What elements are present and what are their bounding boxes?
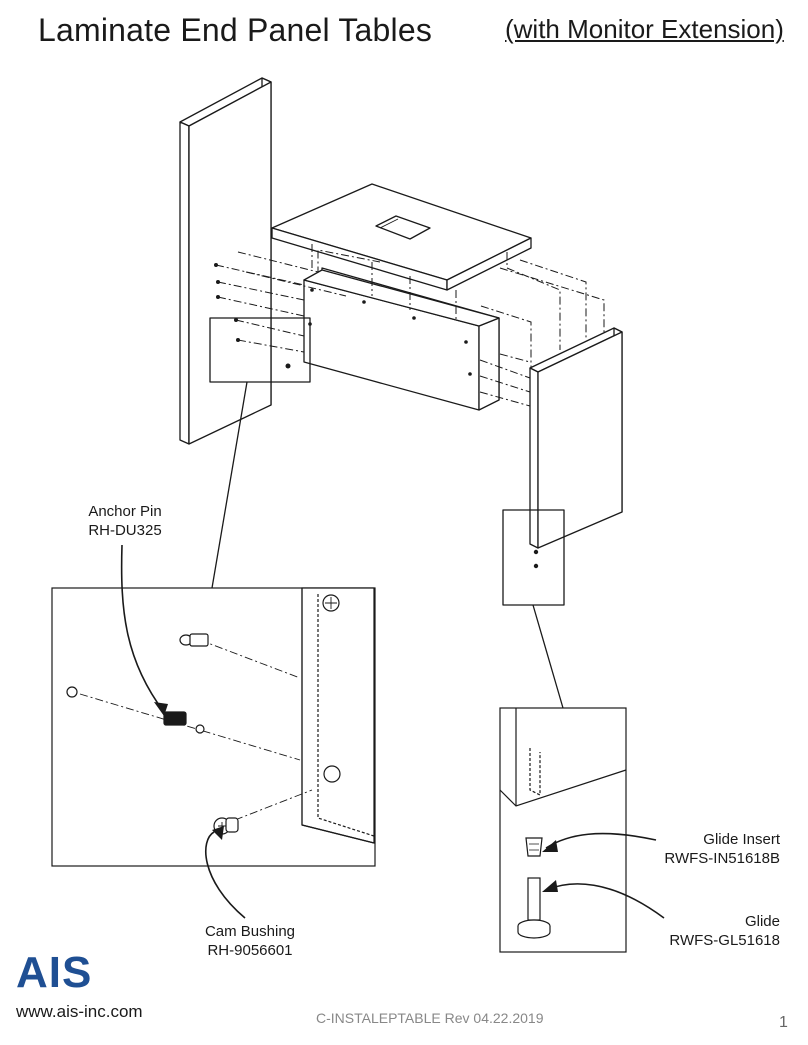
glide-stem-icon	[527, 877, 541, 921]
modesty-panel	[303, 269, 500, 411]
glide-insert-icon	[525, 837, 543, 857]
callout-glide-part: RWFS-GL51618	[669, 932, 780, 949]
anchor-pin-icon	[163, 711, 187, 726]
page-subtitle: (with Monitor Extension)	[505, 14, 784, 44]
website-link[interactable]: www.ais-inc.com	[16, 1002, 143, 1021]
callout-anchor-pin-part: RH-DU325	[88, 522, 162, 539]
detail-box-left	[209, 317, 311, 383]
page-number: 1	[779, 1014, 788, 1031]
hardware-pins	[214, 263, 539, 569]
callout-glide: Glide RWFS-GL51618	[600, 912, 780, 950]
page-title: Laminate End Panel Tables	[38, 12, 433, 48]
arrowheads	[154, 702, 558, 892]
callout-anchor-pin: Anchor Pin RH-DU325	[70, 502, 180, 540]
detail-enlargement-left	[51, 587, 376, 867]
left-end-panel	[179, 77, 272, 445]
callout-anchor-pin-name: Anchor Pin	[88, 503, 162, 520]
callout-glide-insert-part: RWFS-IN51618B	[664, 850, 780, 867]
detail-enlargement-right	[499, 707, 627, 953]
callout-glide-insert: Glide Insert RWFS-IN51618B	[600, 830, 780, 868]
right-end-panel	[529, 327, 623, 549]
table-top	[271, 183, 532, 291]
callout-cam-bushing: Cam Bushing RH-9056601	[190, 922, 310, 960]
assembly-dash-lines	[215, 244, 605, 407]
grommet-cutout	[375, 215, 431, 240]
callout-cam-bushing-part: RH-9056601	[207, 942, 293, 959]
callout-glide-name: Glide	[744, 913, 780, 930]
company-logo: AIS	[16, 948, 93, 997]
callout-cam-bushing-name: Cam Bushing	[204, 923, 296, 940]
document-id: C-INSTALEPTABLE Rev 04.22.2019	[316, 1010, 544, 1026]
callout-glide-insert-name: Glide Insert	[703, 831, 780, 848]
dowel-icon-2	[66, 686, 78, 698]
